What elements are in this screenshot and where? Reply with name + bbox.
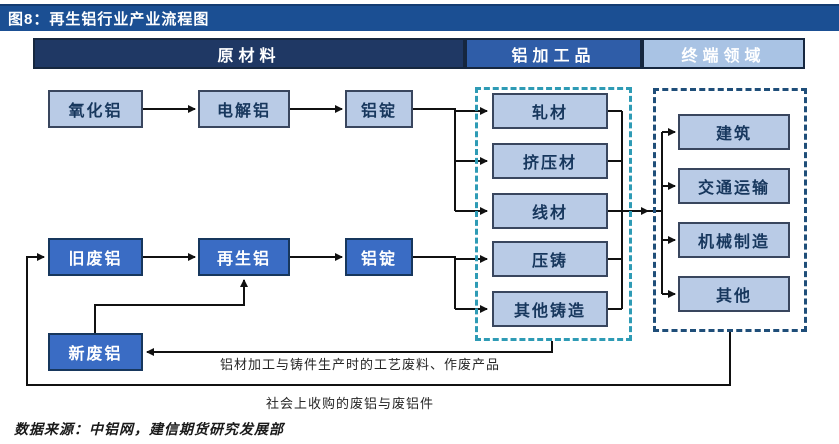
node-other-casting: 其他铸造 [492, 291, 608, 327]
node-die-casting: 压铸 [492, 241, 608, 277]
annotation-social-scrap: 社会上收购的废铝与废铝件 [265, 396, 434, 411]
node-extruded-material: 挤压材 [492, 143, 608, 179]
node-rolled-material: 轧材 [492, 93, 608, 129]
node-new-scrap: 新废铝 [48, 333, 143, 371]
header-raw-materials-label: 原材料 [217, 47, 281, 65]
figure-title: 图8：再生铝行业产业流程图 [8, 11, 210, 28]
header-processed-products-label: 铝加工品 [511, 47, 596, 65]
header-processed-products: 铝加工品 [465, 38, 642, 69]
end-use-group [653, 88, 807, 332]
header-end-use: 终端领域 [642, 38, 805, 69]
node-others: 其他 [678, 276, 790, 312]
node-wire-material: 线材 [492, 193, 608, 229]
node-transportation: 交通运输 [678, 168, 790, 204]
header-end-use-label: 终端领域 [681, 47, 766, 65]
node-recycled-aluminum: 再生铝 [198, 238, 290, 276]
header-raw-materials: 原材料 [33, 38, 465, 69]
node-machinery: 机械制造 [678, 222, 790, 258]
data-source-note: 数据来源：中铝网，建信期货研究发展部 [14, 423, 284, 438]
processed-products-group [475, 87, 632, 341]
node-construction: 建筑 [678, 114, 790, 150]
annotation-process-waste: 铝材加工与铸件生产时的工艺废料、作废产品 [219, 357, 500, 372]
node-ingot-recycled: 铝锭 [345, 238, 413, 276]
node-old-scrap: 旧废铝 [48, 238, 143, 276]
node-ingot-primary: 铝锭 [345, 90, 413, 128]
figure-title-bar: 图8：再生铝行业产业流程图 [0, 4, 839, 31]
node-alumina: 氧化铝 [48, 90, 143, 128]
node-electrolytic-aluminum: 电解铝 [198, 90, 290, 128]
